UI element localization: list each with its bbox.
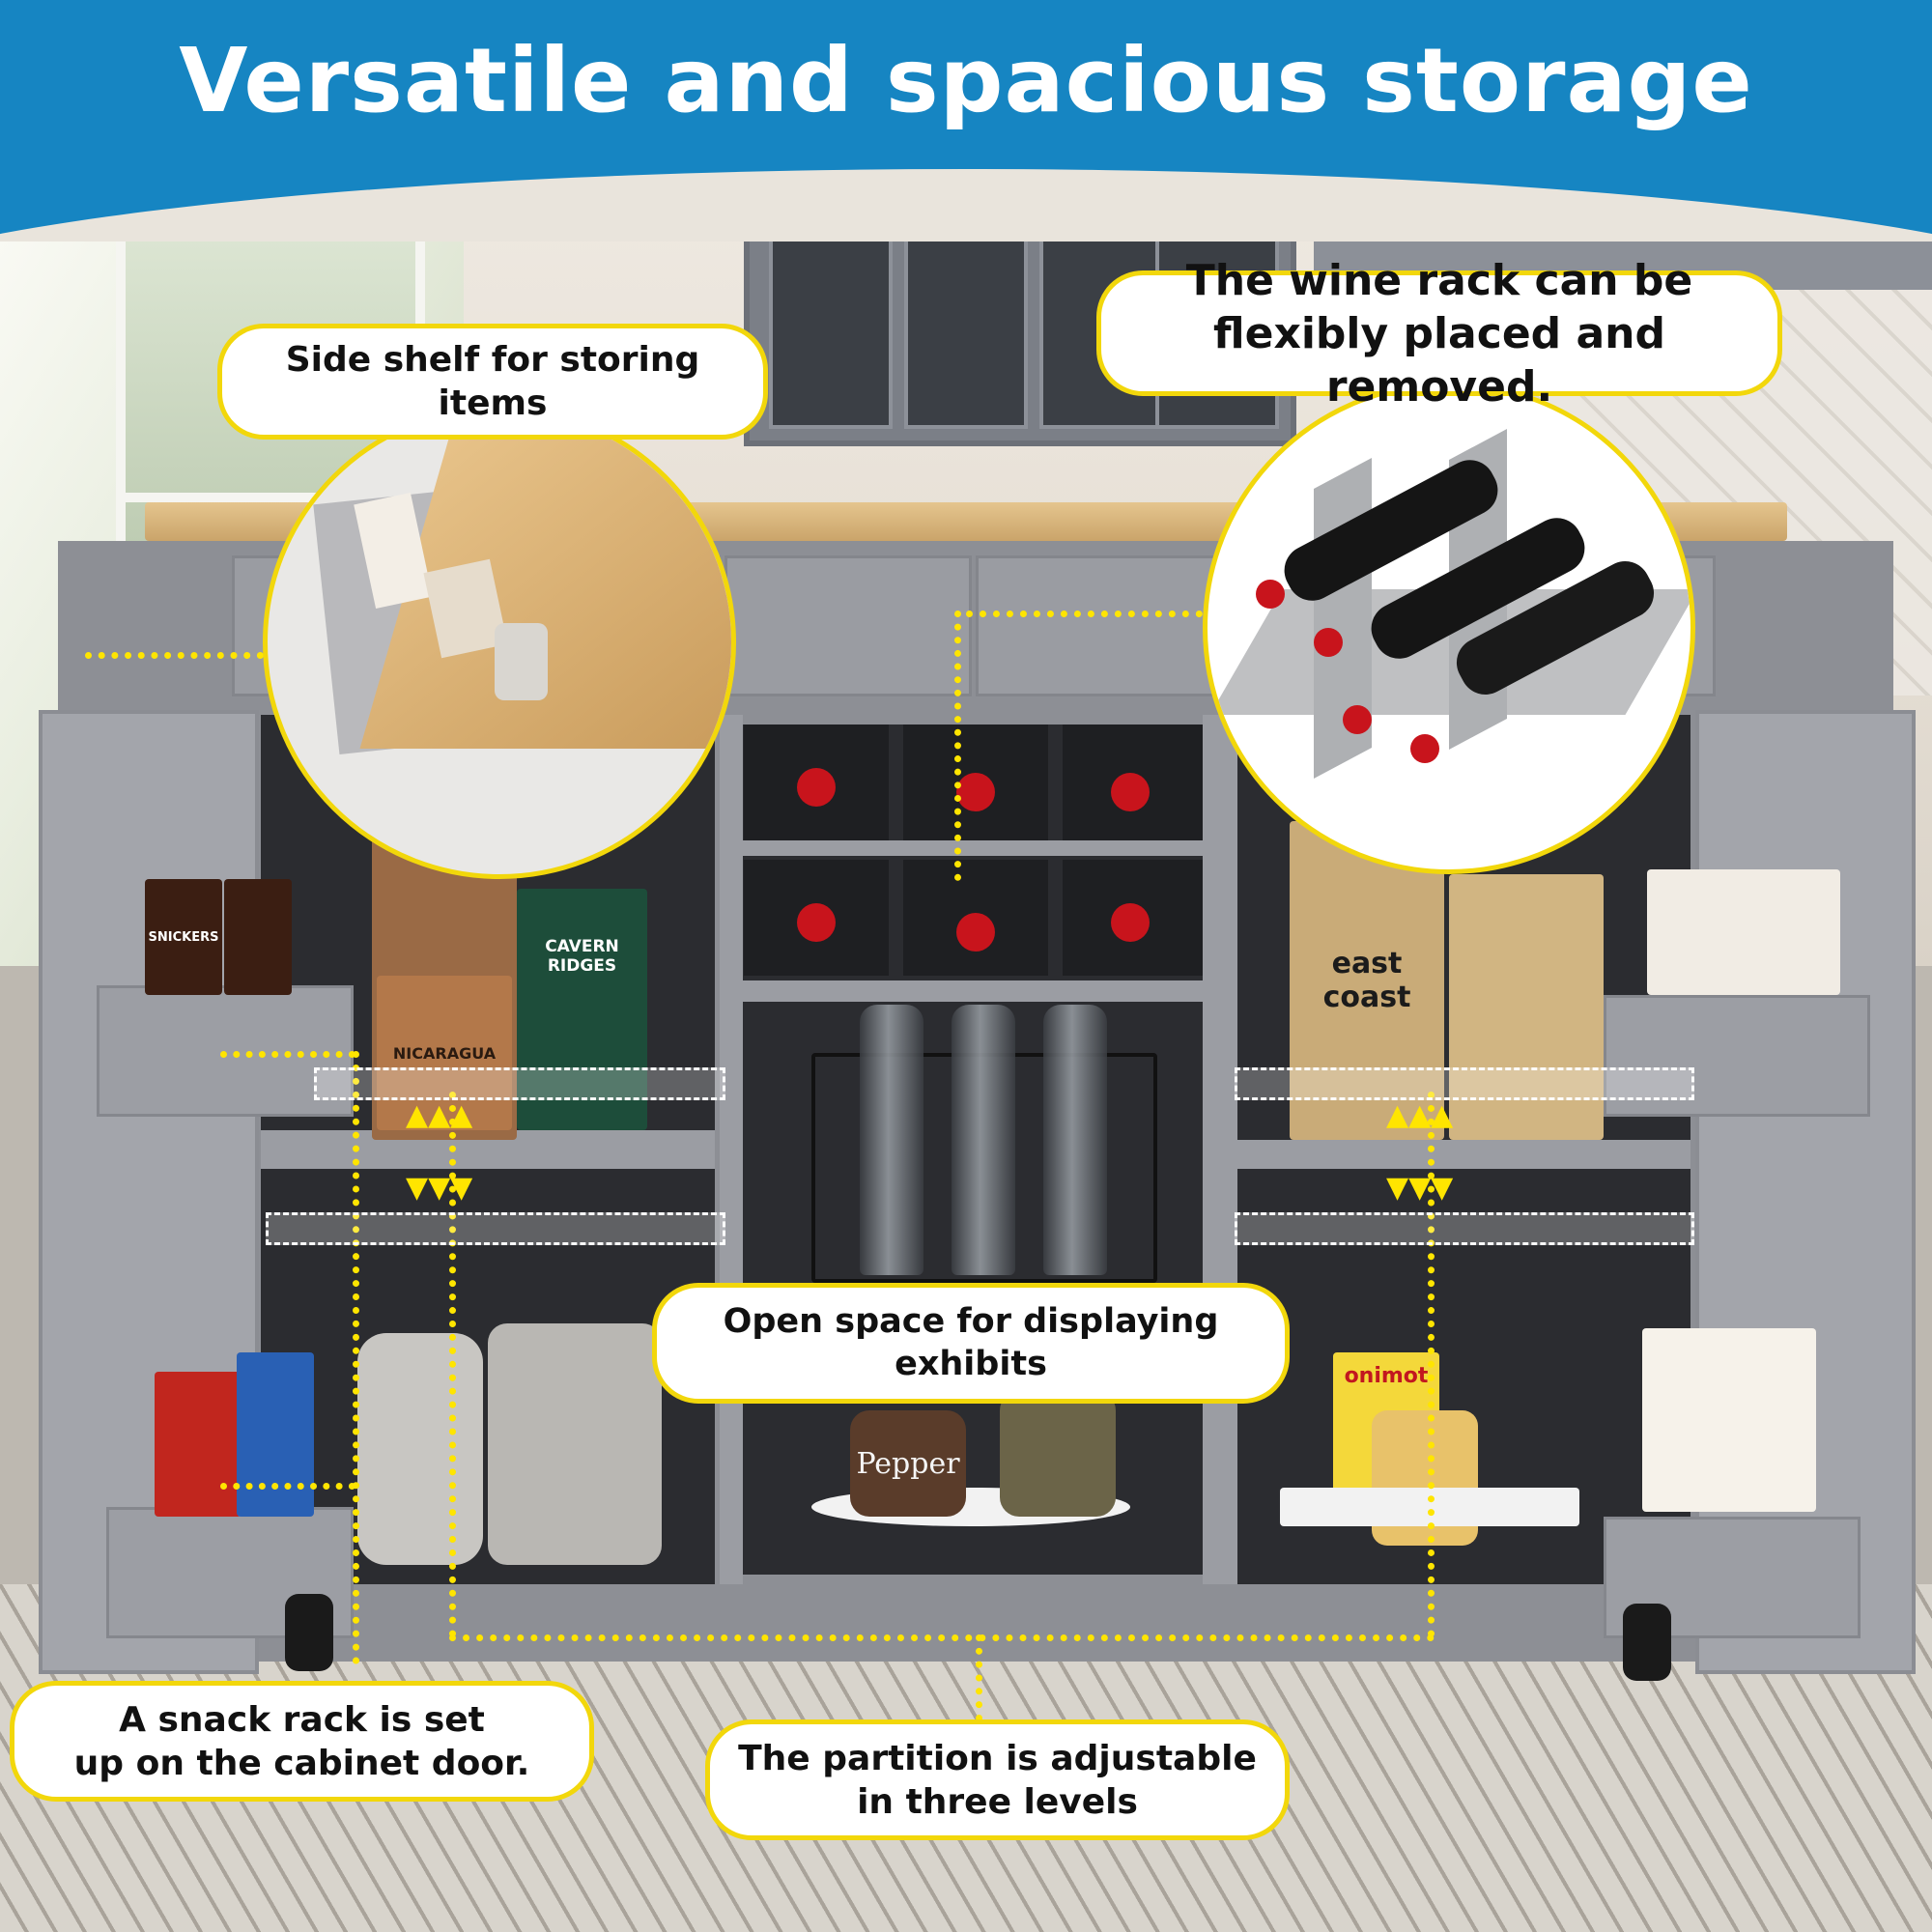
side-shelf-label: Side shelf for storing items [217, 324, 768, 440]
wine-bottle-cap [797, 903, 836, 942]
partition-label: The partition is adjustable in three lev… [705, 1719, 1290, 1840]
wine-rack-label: The wine rack can be flexibly placed and… [1096, 256, 1782, 412]
shelf-level-high-right [1235, 1067, 1694, 1100]
cavern-ridges-bag: CAVERN RIDGES [517, 889, 647, 1130]
can [495, 623, 548, 700]
drawer-center-right [976, 555, 1223, 696]
grain-jar [1000, 1391, 1116, 1517]
upper-cabinet [744, 164, 1296, 446]
snack-rack-text-line2: up on the cabinet door. [73, 1743, 530, 1783]
east-coast-bag: east coast [1290, 821, 1444, 1140]
partition-text-line1: The partition is adjustable [738, 1738, 1257, 1778]
snack-rack-text-line1: A snack rack is set [119, 1699, 485, 1740]
wine-rack-text-line1: The wine rack can be [1185, 255, 1693, 305]
bowls-stack [357, 1333, 483, 1565]
coffee-bag-label: NICARAGUA [377, 976, 512, 1130]
chips-bag-2 [237, 1352, 314, 1517]
arrow-down-icon: ▼▼▼ [406, 1171, 473, 1205]
open-space-text: Open space for displaying exhibits [723, 1301, 1219, 1383]
header-banner: Versatile and spacious storage [0, 0, 1932, 242]
drawer-center-left [724, 555, 972, 696]
partition-text-line2: in three levels [857, 1781, 1138, 1822]
wine-bottle-cap [1410, 734, 1439, 763]
side-shelf-detail-circle [263, 406, 736, 879]
wine-rack-text-line2: flexibly placed and removed. [1212, 308, 1665, 412]
wine-rack-guide [966, 611, 1203, 617]
pepper-jar: Pepper [850, 1410, 966, 1517]
arrow-up-icon: ▲▲▲ [406, 1098, 473, 1132]
wine-bottle-cap [797, 768, 836, 807]
partition-guide-left [449, 1092, 456, 1637]
wine-divider [739, 840, 1203, 856]
east-coast-bag-2 [1449, 874, 1604, 1140]
chips-bag [155, 1372, 242, 1517]
glass-bottle [952, 1005, 1015, 1275]
snickers-bag: SNICKERS [145, 879, 222, 995]
caster-wheel [1623, 1604, 1671, 1681]
chocolate-chunk-boxes [1647, 869, 1840, 995]
pie-mix-boxes [1642, 1328, 1816, 1512]
partition-guide-stem [976, 1634, 982, 1721]
snickers-bag-2 [224, 879, 292, 995]
glass-bottle [860, 1005, 923, 1275]
wine-bottle-cap [956, 913, 995, 952]
wine-bottle-cap [1256, 580, 1285, 609]
wine-rack-guide-vertical [954, 611, 961, 881]
divider-panel [1203, 715, 1237, 1584]
snack-rack-guide [220, 1051, 355, 1058]
arrow-up-icon: ▲▲▲ [1386, 1098, 1454, 1132]
wine-bottle-cap [1343, 705, 1372, 734]
wine-bottle-cap [1314, 628, 1343, 657]
caster-wheel [285, 1594, 333, 1671]
side-shelf-guide [85, 652, 264, 659]
wine-bottle-cap [1111, 903, 1150, 942]
wine-bottle-cap [956, 773, 995, 811]
shelf-level-low-left [266, 1212, 725, 1245]
glass-bottle [1043, 1005, 1107, 1275]
wine-base [739, 980, 1203, 1002]
right-adjustable-shelf [1236, 1140, 1690, 1169]
shelf-level-low-right [1235, 1212, 1694, 1245]
divider-panel [720, 715, 743, 1584]
open-space-label: Open space for displaying exhibits [652, 1283, 1290, 1404]
snack-rack-guide-vertical [353, 1051, 359, 1664]
banner-curve [0, 169, 1932, 242]
page-title: Versatile and spacious storage [179, 29, 1753, 132]
plates-stack [488, 1323, 662, 1565]
shelf-level-high-left [314, 1067, 725, 1100]
partition-guide-right [1428, 1092, 1435, 1637]
right-upper-door-rack [1604, 995, 1870, 1117]
wine-rack-detail-circle [1203, 382, 1695, 874]
snack-rack-guide [220, 1483, 355, 1490]
arrow-down-icon: ▼▼▼ [1386, 1171, 1454, 1205]
side-shelf-text: Side shelf for storing items [285, 340, 700, 423]
wine-bottle-cap [1111, 773, 1150, 811]
snack-rack-label: A snack rack is set up on the cabinet do… [10, 1681, 594, 1802]
partition-guide-bottom [449, 1634, 1435, 1641]
